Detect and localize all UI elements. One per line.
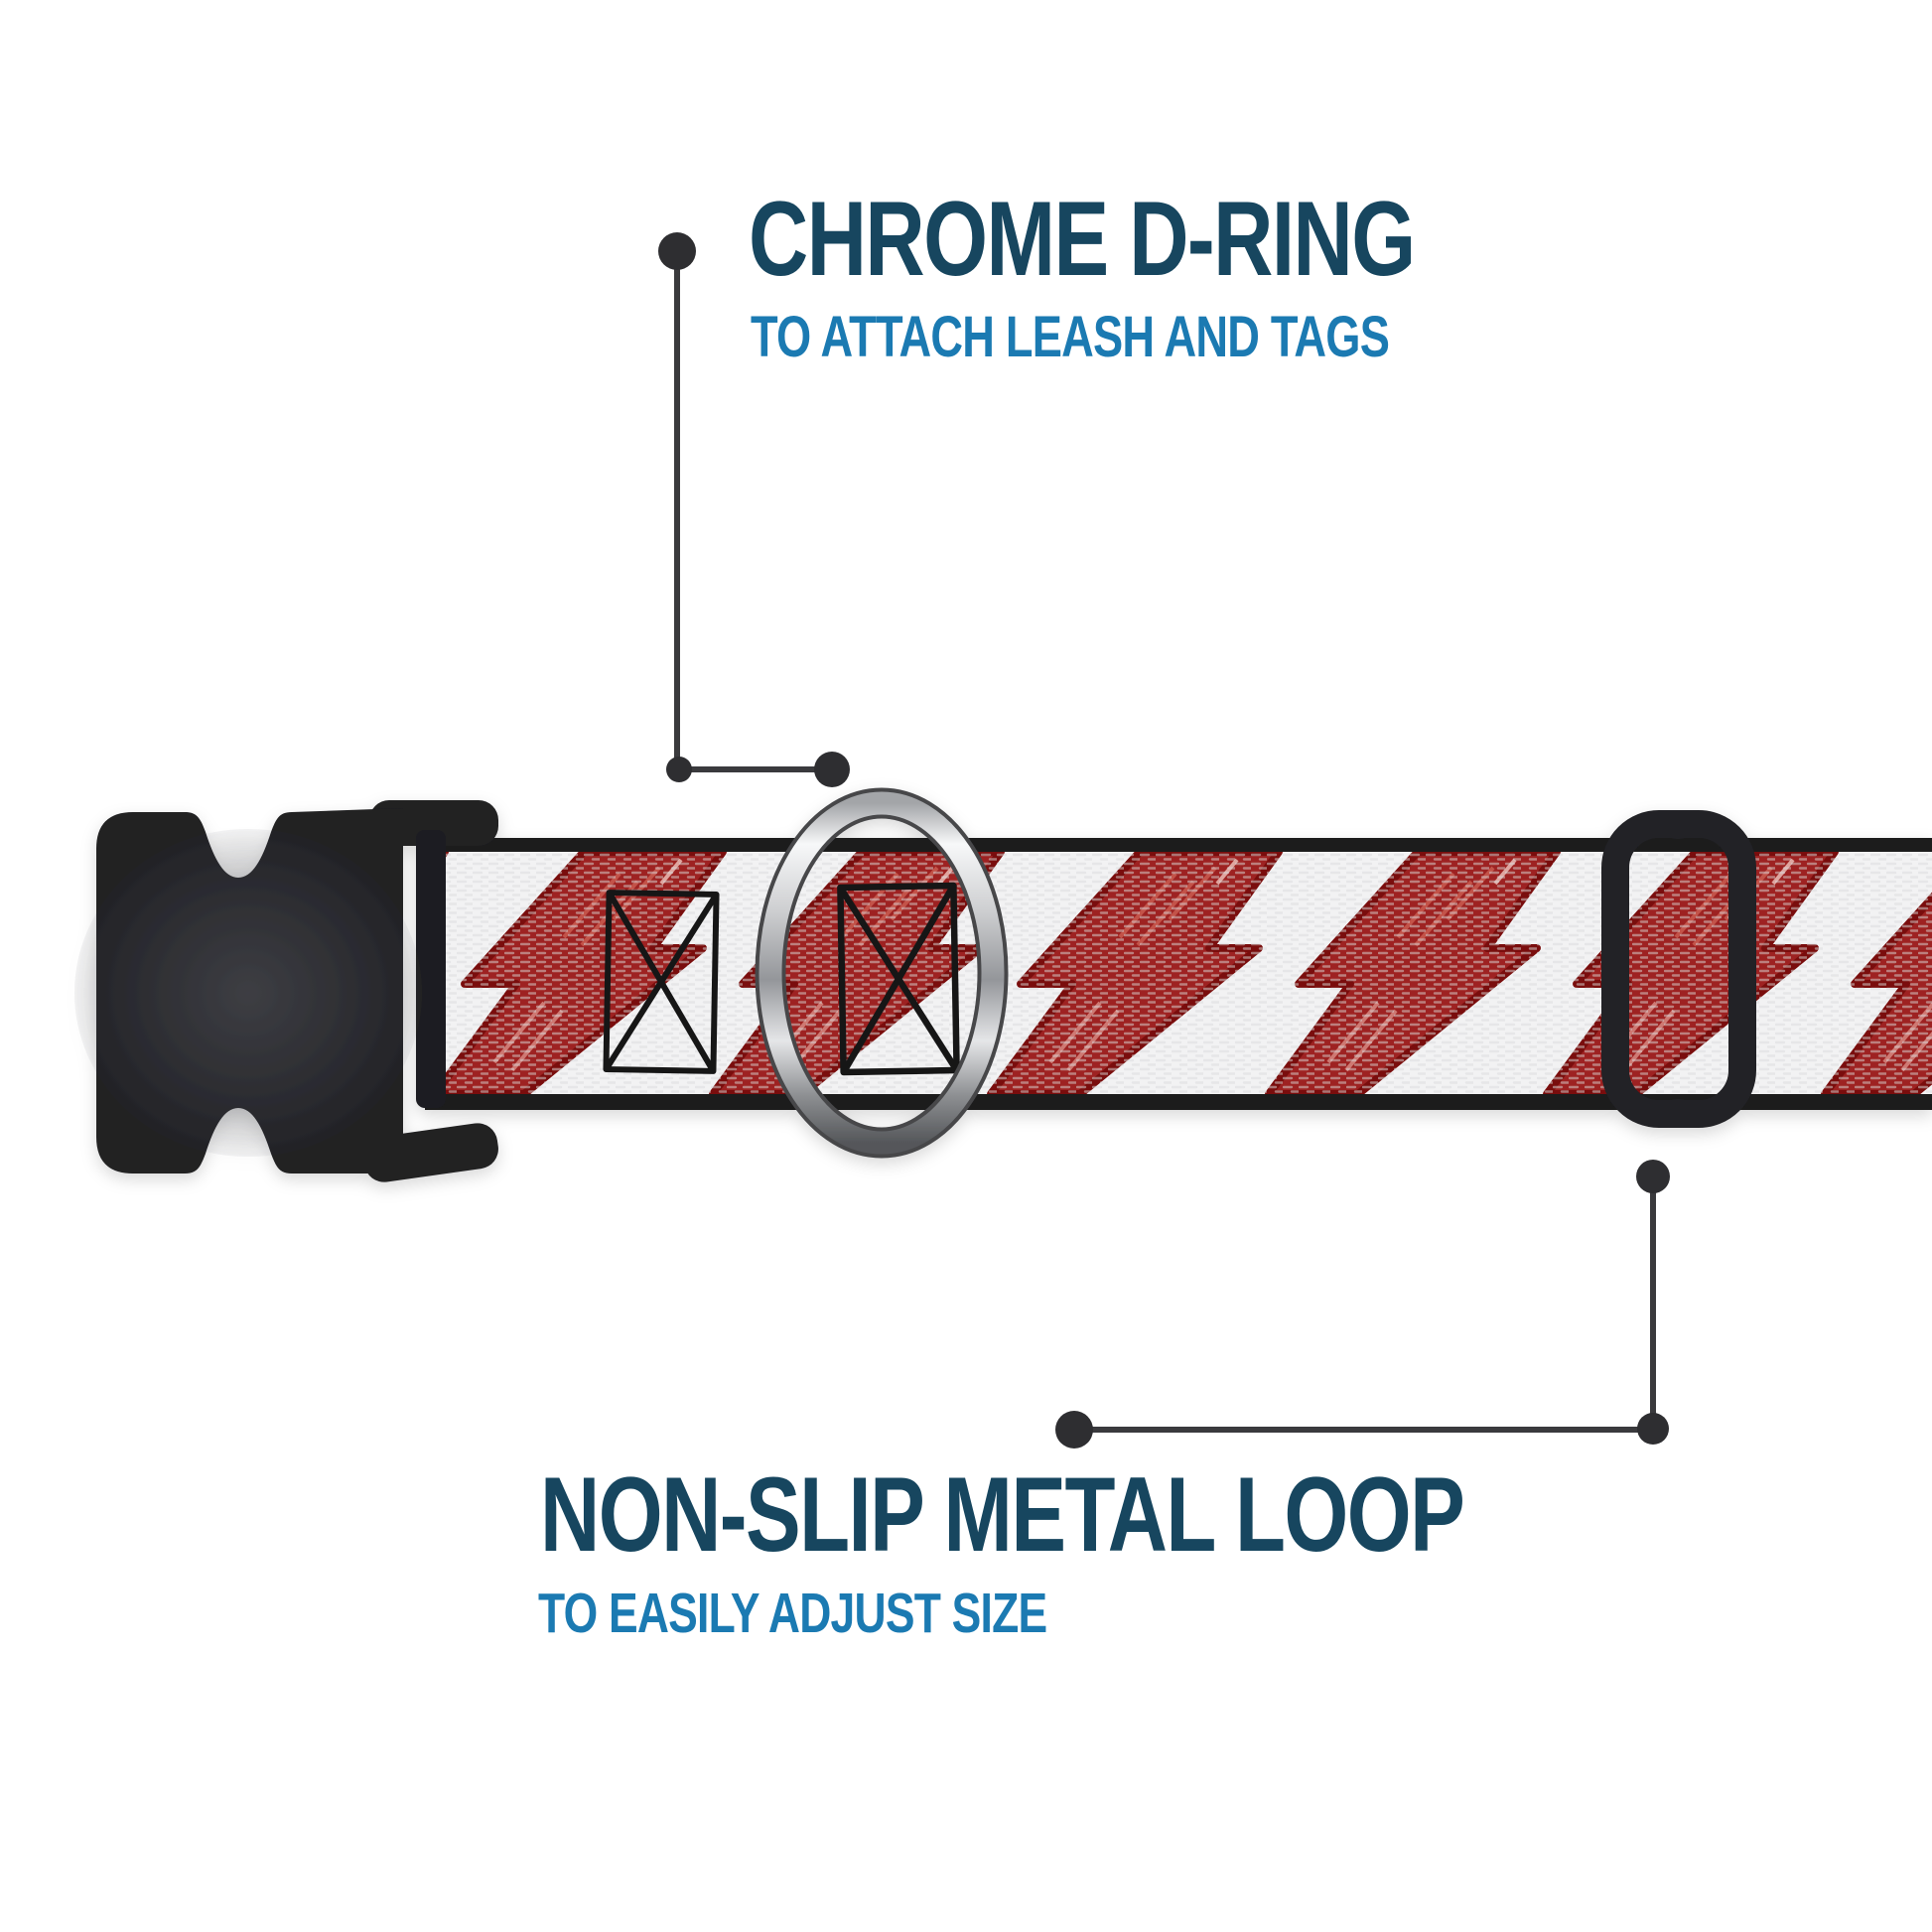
metal-loop-callout-leader xyxy=(1055,1160,1670,1449)
metal-loop-top-notch xyxy=(1646,812,1710,839)
metal-loop-callout-title: NON-SLIP METAL LOOP xyxy=(540,1454,1465,1574)
d-ring-callout-leader xyxy=(658,232,850,787)
stitch-boxes xyxy=(603,882,960,1076)
d-ring-chrome xyxy=(759,791,1005,1155)
buckle-end-bar xyxy=(416,830,446,1108)
d-ring-callout-subtitle: TO ATTACH LEASH AND TAGS xyxy=(751,305,1390,369)
d-ring-icon xyxy=(755,787,1009,1159)
stitch-x-box xyxy=(837,882,960,1076)
callout-dot xyxy=(666,757,692,782)
weave-texture xyxy=(425,852,1932,1094)
buckle-highlight xyxy=(74,829,422,1157)
buckle-icon xyxy=(74,800,498,1182)
callout-dot xyxy=(658,232,696,270)
d-ring-callout-title: CHROME D-RING xyxy=(749,179,1416,298)
metal-loop-callout-subtitle: TO EASILY ADJUST SIZE xyxy=(538,1582,1047,1645)
callout-dot xyxy=(1637,1413,1669,1445)
metal-loop-bottom-notch xyxy=(1646,1099,1710,1126)
callout-dot xyxy=(1055,1411,1093,1449)
callout-leaders xyxy=(658,232,1670,1449)
callout-dot xyxy=(814,752,850,787)
stitch-x-box xyxy=(603,890,720,1074)
metal-loop-icon xyxy=(1601,810,1756,1128)
callout-dot xyxy=(1636,1160,1670,1193)
